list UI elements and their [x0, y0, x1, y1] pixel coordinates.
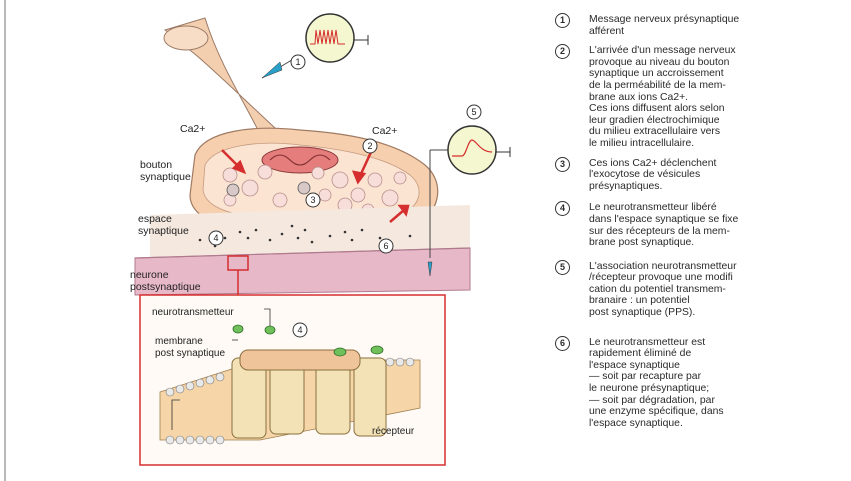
legend-text: Ces ions Ca2+ déclenchent l'exocytose de…: [589, 158, 845, 193]
legend-number: 2: [555, 44, 570, 59]
legend-item-2: 2 L'arrivée d'un message nerveux provoque…: [555, 45, 845, 149]
marker-5: 5: [467, 105, 481, 119]
legend-item-1: 1 Message nerveux présynaptique afférent: [555, 14, 845, 37]
legend-number: 5: [555, 260, 570, 275]
legend-number: 3: [555, 157, 570, 172]
marker-2: 2: [363, 139, 377, 153]
ca-left-label-line: Ca2+: [180, 123, 205, 135]
legend-number: 6: [555, 336, 570, 351]
legend-text: L'association neurotransmetteur /récepte…: [589, 261, 845, 319]
legend-text: Le neurotransmetteur libéré dans l'espac…: [589, 202, 845, 248]
svg-text:4: 4: [297, 325, 302, 335]
legend-item-5: 5 L'association neurotransmetteur /récept…: [555, 261, 845, 319]
legend-number: 4: [555, 201, 570, 216]
neurone-label-line: postsynaptique: [130, 281, 201, 293]
neurotransmetteur-label: neurotransmetteur: [152, 307, 234, 318]
neurotransmetteur-label-line: neurotransmetteur: [152, 307, 234, 318]
membrane-label-line: membrane: [155, 336, 203, 347]
legend-item-6: 6 Le neurotransmetteur est rapidement éli…: [555, 337, 845, 430]
marker-4: 4: [209, 231, 223, 245]
svg-text:2: 2: [367, 141, 372, 151]
ca-right-label-line: Ca2+: [372, 125, 397, 137]
legend: 1 Message nerveux présynaptique afférent 2…: [555, 14, 845, 429]
svg-text:6: 6: [383, 241, 388, 251]
svg-text:4: 4: [213, 233, 218, 243]
svg-text:5: 5: [471, 107, 476, 117]
marker-4: 4: [293, 323, 307, 337]
recepteur-label: récepteur: [372, 426, 415, 437]
legend-item-4: 4 Le neurotransmetteur libéré dans l'espa…: [555, 202, 845, 248]
neurone-label-line: neurone: [130, 269, 169, 281]
svg-text:3: 3: [310, 195, 315, 205]
recording-electrode-1: [262, 14, 368, 78]
legend-text: Le neurotransmetteur est rapidement élim…: [589, 337, 845, 430]
mitochondrion: [262, 147, 338, 173]
legend-number: 1: [555, 13, 570, 28]
svg-text:1: 1: [295, 57, 300, 67]
axon-cut: [164, 26, 208, 50]
marker-1: 1: [291, 55, 305, 69]
marker-3: 3: [306, 193, 320, 207]
bouton-label-line: synaptique: [140, 171, 191, 183]
espace-label-line: espace: [138, 213, 172, 225]
marker-6: 6: [379, 239, 393, 253]
espace-label-line: synaptique: [138, 225, 189, 237]
legend-text: Message nerveux présynaptique afférent: [589, 14, 845, 37]
bouton-label-line: bouton: [140, 159, 172, 171]
legend-item-3: 3 Ces ions Ca2+ déclenchent l'exocytose d…: [555, 158, 845, 193]
legend-text: L'arrivée d'un message nerveux provoque …: [589, 45, 845, 149]
ca-right-label: Ca2+: [372, 125, 397, 137]
membrane-label-line: post synaptique: [155, 348, 225, 359]
ca-left-label: Ca2+: [180, 123, 205, 135]
recepteur-label-line: récepteur: [372, 426, 415, 437]
